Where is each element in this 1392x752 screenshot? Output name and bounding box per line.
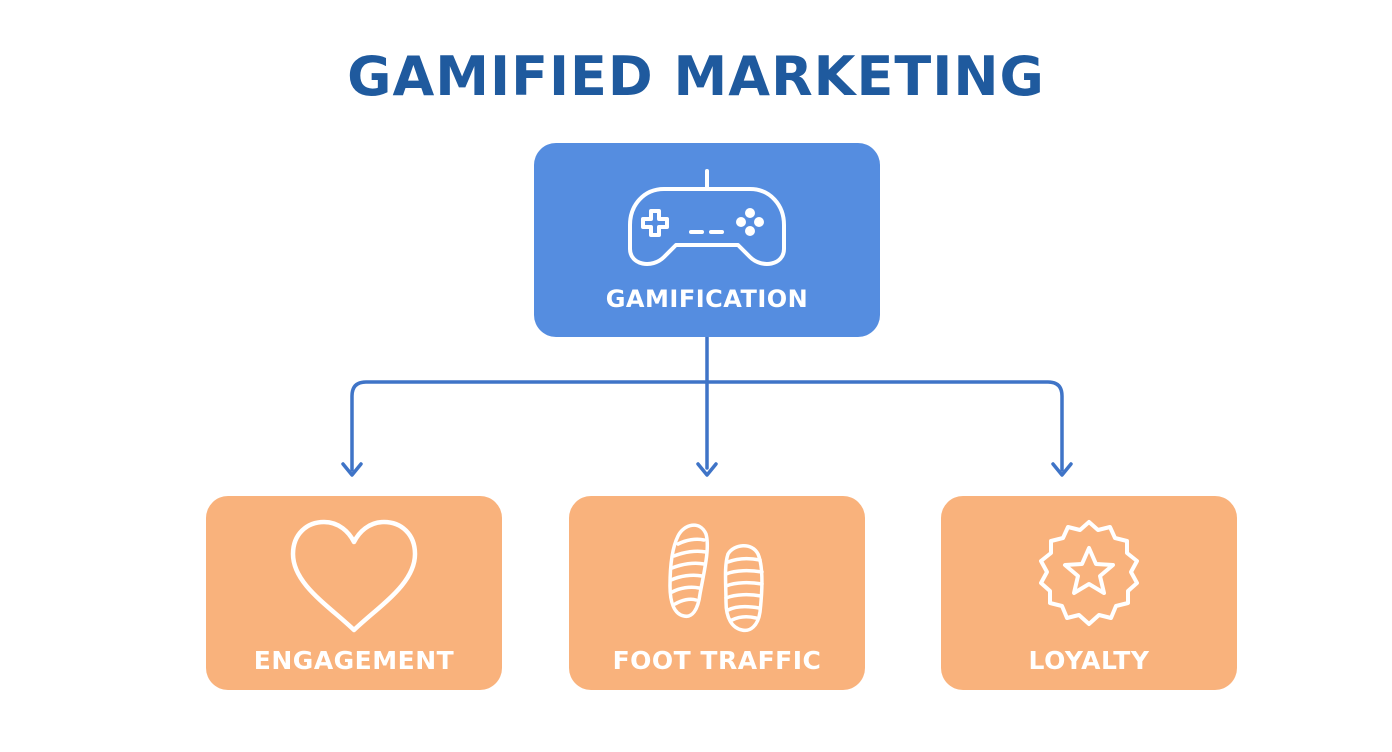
arrowhead-center (696, 462, 718, 477)
arrowhead-left (341, 462, 363, 477)
engagement-box: ENGAGEMENT (206, 496, 502, 690)
connector-branch-left (350, 380, 709, 472)
footprints-icon (569, 514, 865, 634)
gamepad-icon (534, 163, 880, 273)
star-badge-icon (941, 514, 1237, 638)
gamification-label: GAMIFICATION (605, 285, 809, 313)
foot-traffic-box: FOOT TRAFFIC (569, 496, 865, 690)
foot-traffic-label: FOOT TRAFFIC (612, 646, 822, 675)
page-title: GAMIFIED MARKETING (347, 45, 1045, 108)
connector-branch-right (705, 380, 1064, 472)
engagement-label: ENGAGEMENT (253, 646, 455, 675)
loyalty-box: LOYALTY (941, 496, 1237, 690)
loyalty-label: LOYALTY (1028, 646, 1150, 675)
heart-icon (206, 514, 502, 634)
arrowhead-right (1051, 462, 1073, 477)
gamification-box: GAMIFICATION (534, 143, 880, 337)
